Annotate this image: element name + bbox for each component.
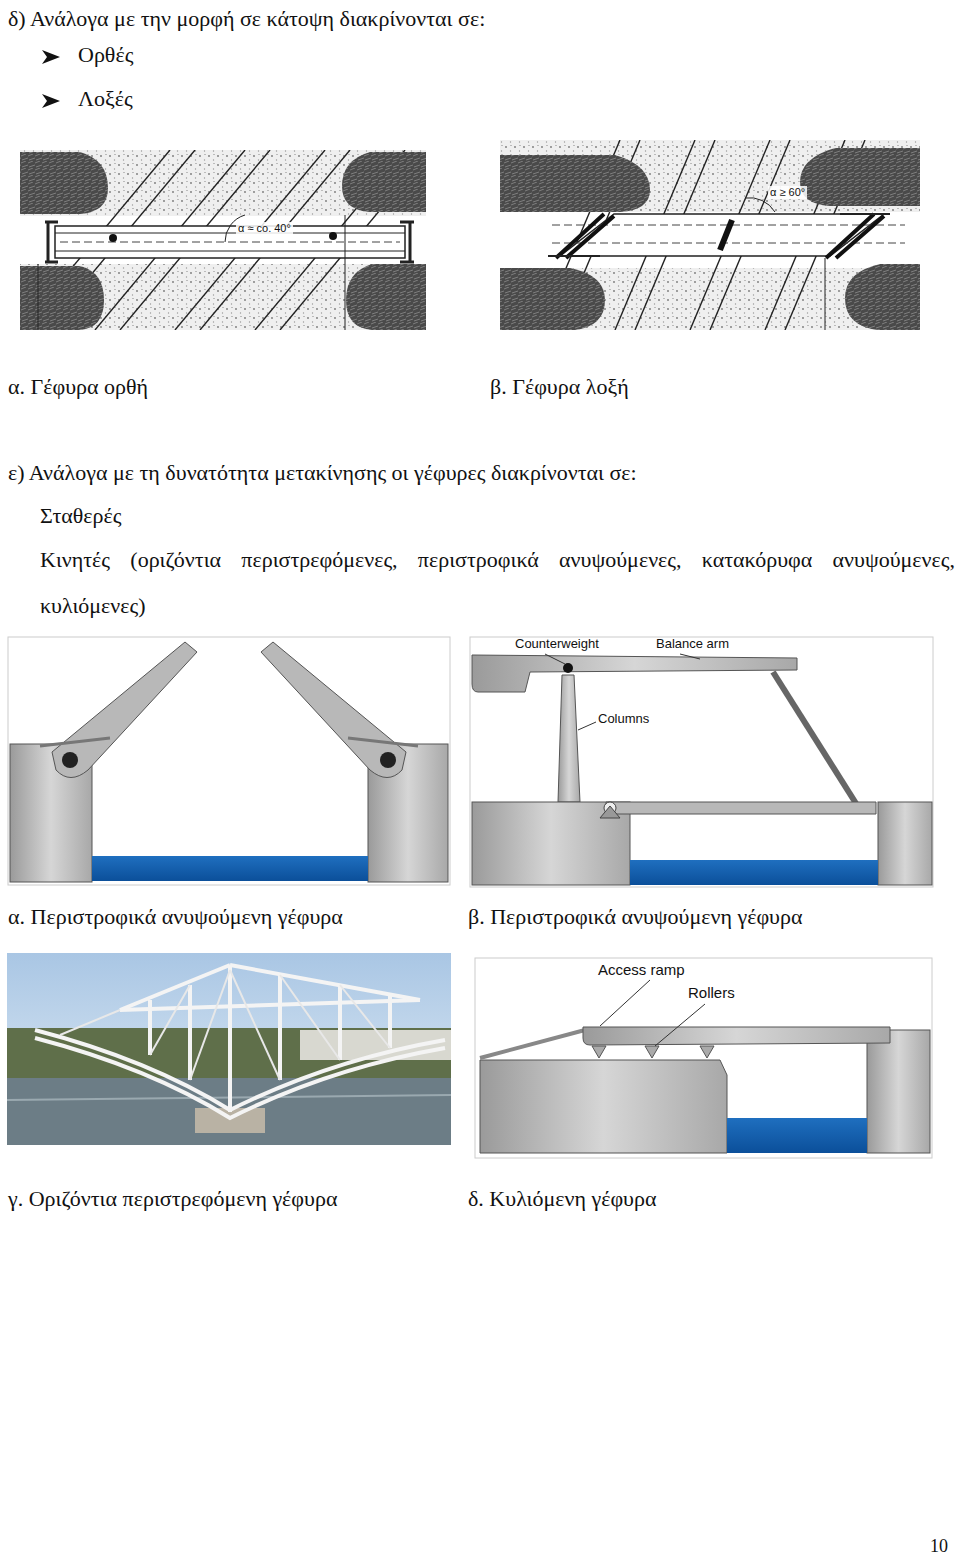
heading-text: δ) Ανάλογα με την μορφή σε κάτοψη διακρί… <box>8 6 485 32</box>
part-label: Counterweight <box>515 636 599 652</box>
figure-caption: γ. Οριζόντια περιστρεφόμενη γέφυρα <box>8 1186 337 1212</box>
swing-bridge-photo <box>7 953 451 1145</box>
part-label: Balance arm <box>656 636 729 652</box>
figure-caption: α. Γέφυρα ορθή <box>8 374 148 400</box>
plan-skew-bridge <box>500 140 920 330</box>
list-item: Λοξές <box>78 86 133 112</box>
list-item: Σταθερές <box>40 503 121 529</box>
plan-straight-bridge <box>20 150 426 330</box>
bascule-bridge-drawing <box>8 637 450 885</box>
list-item: Κινητές (οριζόντια περιστρεφόμενες, περι… <box>40 537 955 629</box>
heading-text: ε) Ανάλογα με τη δυνατότητα μετακίνησης … <box>8 460 637 486</box>
balance-arm-bridge-drawing <box>470 637 933 887</box>
bullet-arrow <box>42 50 60 64</box>
bullet-arrow <box>42 94 60 108</box>
figure-caption: β. Γέφυρα λοξή <box>490 374 629 400</box>
part-label: Rollers <box>688 984 735 1002</box>
figure-caption: α. Περιστροφικά ανυψούμενη γέφυρα <box>8 904 343 930</box>
list-item: Ορθές <box>78 42 133 68</box>
part-label: Columns <box>598 711 649 727</box>
figure-caption: β. Περιστροφικά ανυψούμενη γέφυρα <box>468 904 803 930</box>
angle-label: α ≥ 60° <box>768 186 807 199</box>
part-label: Access ramp <box>598 961 685 979</box>
page-number: 10 <box>930 1536 948 1558</box>
angle-label: α ≈ co. 40° <box>236 222 293 235</box>
figure-caption: δ. Κυλιόμενη γέφυρα <box>468 1186 657 1212</box>
retractable-bridge-drawing <box>475 958 932 1158</box>
